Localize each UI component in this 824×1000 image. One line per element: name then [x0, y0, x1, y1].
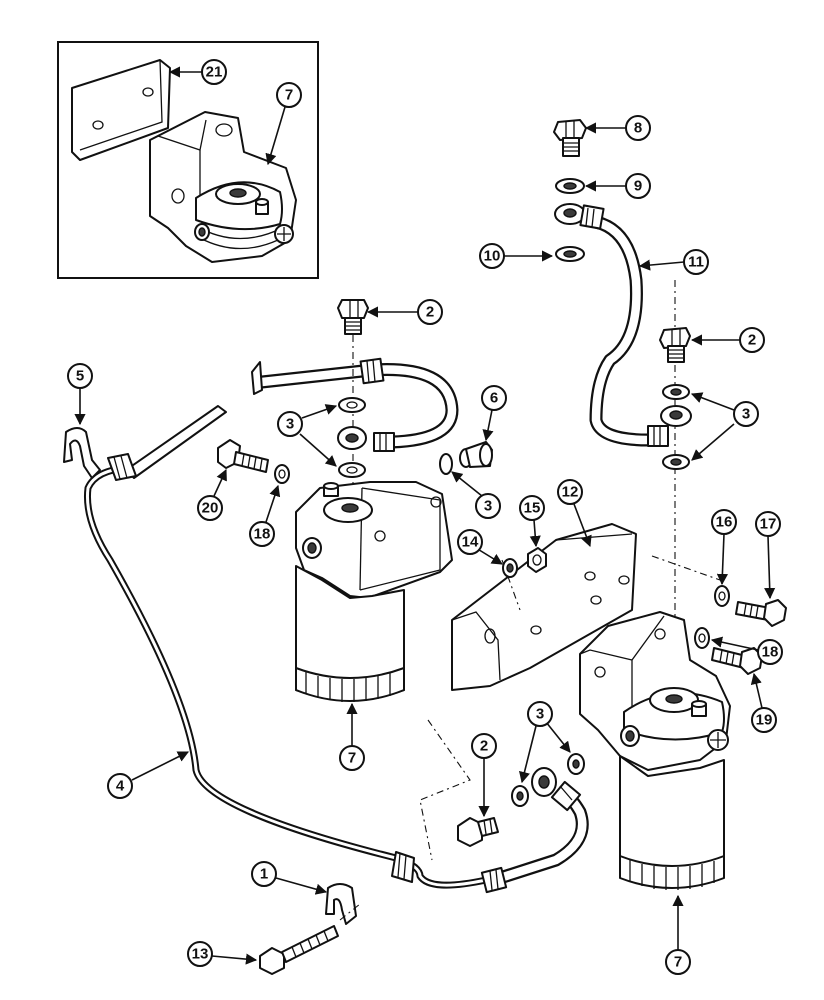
svg-text:2: 2 — [480, 738, 488, 755]
callout-14: 14 — [457, 529, 503, 565]
lower-hose — [480, 767, 589, 894]
svg-text:16: 16 — [716, 514, 733, 531]
svg-text:4: 4 — [116, 778, 125, 795]
clip-5 — [63, 427, 101, 479]
svg-text:11: 11 — [688, 254, 704, 271]
washer — [694, 627, 710, 649]
inset-detail — [57, 41, 319, 279]
inset-filter-head — [149, 111, 297, 263]
hose-11 — [554, 203, 669, 447]
svg-text:2: 2 — [426, 304, 434, 321]
callout-3: 3 — [277, 404, 338, 467]
callout-9: 9 — [584, 173, 651, 199]
bolt-19 — [711, 647, 763, 675]
svg-text:3: 3 — [742, 406, 750, 423]
svg-text:17: 17 — [760, 516, 777, 533]
callout-10: 10 — [479, 243, 554, 269]
svg-text:14: 14 — [462, 534, 479, 551]
fuel-tube — [83, 453, 490, 889]
svg-text:18: 18 — [254, 526, 271, 543]
callout-13: 13 — [187, 941, 258, 967]
svg-text:3: 3 — [286, 416, 294, 433]
callout-12: 12 — [557, 479, 592, 548]
callout-8: 8 — [584, 115, 651, 141]
callout-18: 18 — [249, 484, 281, 547]
svg-text:19: 19 — [756, 712, 773, 729]
banjo-bolt-lower — [457, 817, 499, 847]
plug — [459, 441, 493, 468]
callout-3: 3 — [519, 701, 571, 784]
svg-text:7: 7 — [348, 750, 356, 767]
callout-19: 19 — [750, 672, 777, 733]
svg-text:2: 2 — [748, 332, 756, 349]
svg-text:15: 15 — [524, 500, 541, 517]
left-filter-canister — [295, 565, 405, 702]
callout-15: 15 — [519, 495, 545, 548]
svg-text:20: 20 — [202, 500, 219, 517]
bolt-17 — [735, 599, 787, 627]
callout-2: 2 — [366, 299, 443, 325]
callout-20: 20 — [197, 468, 227, 521]
svg-text:9: 9 — [634, 178, 642, 195]
svg-text:7: 7 — [674, 954, 682, 971]
washer — [714, 585, 730, 607]
mounting-bracket — [451, 523, 637, 691]
callout-3: 3 — [451, 471, 501, 519]
callout-16: 16 — [711, 509, 737, 586]
callout-18: 18 — [710, 636, 783, 665]
banjo-bolt-right — [659, 327, 691, 363]
nut — [527, 547, 547, 573]
svg-text:1: 1 — [260, 866, 268, 883]
callout-5: 5 — [67, 363, 93, 426]
banjo-bolt-top — [553, 119, 587, 157]
svg-text:6: 6 — [490, 390, 498, 407]
washer — [338, 462, 366, 478]
svg-text:3: 3 — [484, 498, 492, 515]
callout-17: 17 — [755, 511, 781, 600]
callout-7: 7 — [265, 82, 302, 166]
banjo-bolt-left — [337, 299, 369, 335]
spacer-plate — [71, 59, 171, 161]
left-tube-end — [125, 405, 227, 479]
callout-7: 7 — [665, 894, 691, 975]
callout-6: 6 — [481, 385, 507, 442]
right-filter-canister — [619, 755, 725, 890]
right-filter-head — [579, 611, 731, 771]
callout-2: 2 — [471, 733, 497, 818]
callout-21: 21 — [168, 59, 227, 85]
svg-text:7: 7 — [285, 87, 293, 104]
callout-1: 1 — [251, 861, 328, 895]
callout-4: 4 — [107, 751, 190, 799]
svg-text:5: 5 — [76, 368, 84, 385]
bolt-13 — [259, 925, 339, 975]
callout-11: 11 — [638, 249, 709, 275]
callout-2: 2 — [690, 327, 765, 353]
washer — [274, 464, 290, 484]
svg-text:3: 3 — [536, 706, 544, 723]
clip-1 — [325, 883, 357, 925]
svg-text:18: 18 — [762, 644, 779, 661]
callout-7: 7 — [339, 702, 365, 771]
inset-frame — [57, 41, 319, 279]
svg-text:21: 21 — [206, 64, 223, 81]
left-return-hose — [251, 357, 459, 452]
svg-text:10: 10 — [484, 248, 501, 265]
svg-text:8: 8 — [634, 120, 642, 137]
bolt-20 — [217, 439, 269, 473]
callout-3: 3 — [690, 392, 759, 461]
washer — [439, 453, 453, 475]
svg-text:12: 12 — [562, 484, 579, 501]
washer — [338, 397, 366, 413]
svg-text:13: 13 — [192, 946, 209, 963]
